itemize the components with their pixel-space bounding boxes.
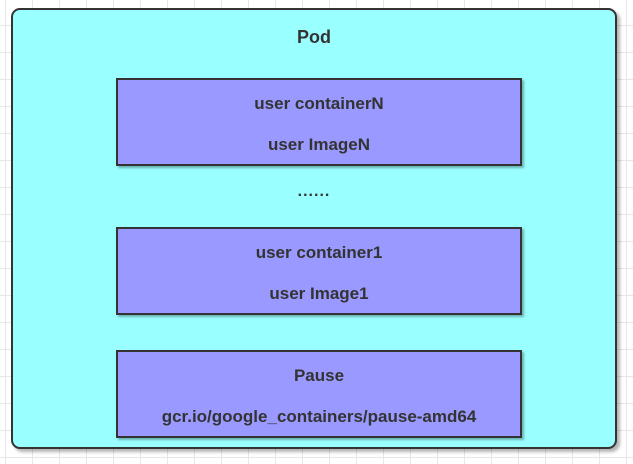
container-n-image: user ImageN (267, 135, 371, 154)
pause-container-name: Pause (293, 366, 345, 385)
container-box-n: user containerN user ImageN (116, 78, 522, 166)
container-1-image: user Image1 (269, 284, 369, 303)
pod-group: Pod user containerN user ImageN ...... u… (11, 8, 617, 449)
ellipsis-label: ...... (297, 183, 331, 200)
pod-title: Pod (297, 27, 331, 47)
pause-container-image: gcr.io/google_containers/pause-amd64 (161, 407, 477, 426)
container-n-name: user containerN (254, 94, 384, 113)
pause-container-box: Pause gcr.io/google_containers/pause-amd… (116, 350, 522, 438)
container-box-1: user container1 user Image1 (116, 227, 522, 315)
container-1-name: user container1 (255, 243, 383, 262)
